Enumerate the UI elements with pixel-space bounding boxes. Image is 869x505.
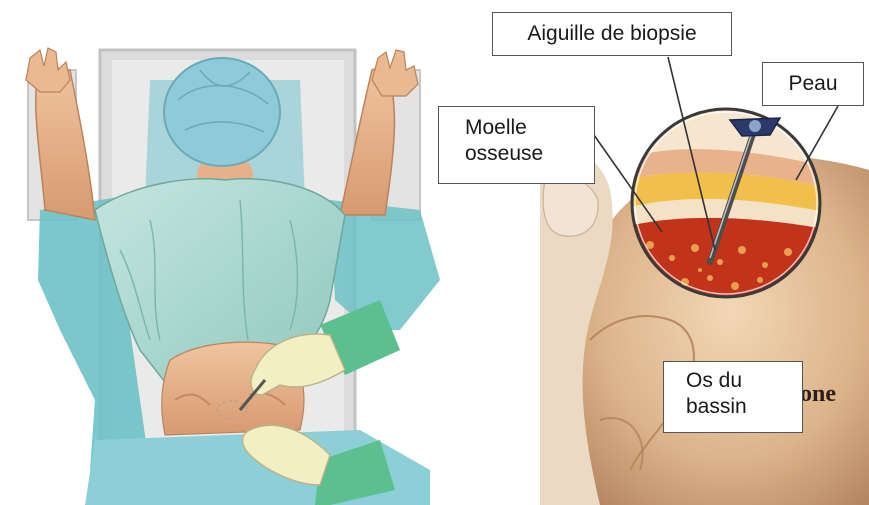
label-skin: Peau [762, 62, 864, 106]
label-biopsy-needle: Aiguille de biopsie [492, 12, 732, 56]
needle-hub [749, 120, 761, 132]
background-caption-fragment: one [800, 381, 836, 408]
left-hand [26, 48, 70, 92]
patient-illustration [26, 48, 440, 505]
label-bone-marrow: Moelle osseuse [438, 106, 595, 184]
label-pelvic-bone: Os du bassin [663, 361, 803, 433]
head-cap [164, 58, 280, 166]
right-hand [372, 50, 418, 96]
